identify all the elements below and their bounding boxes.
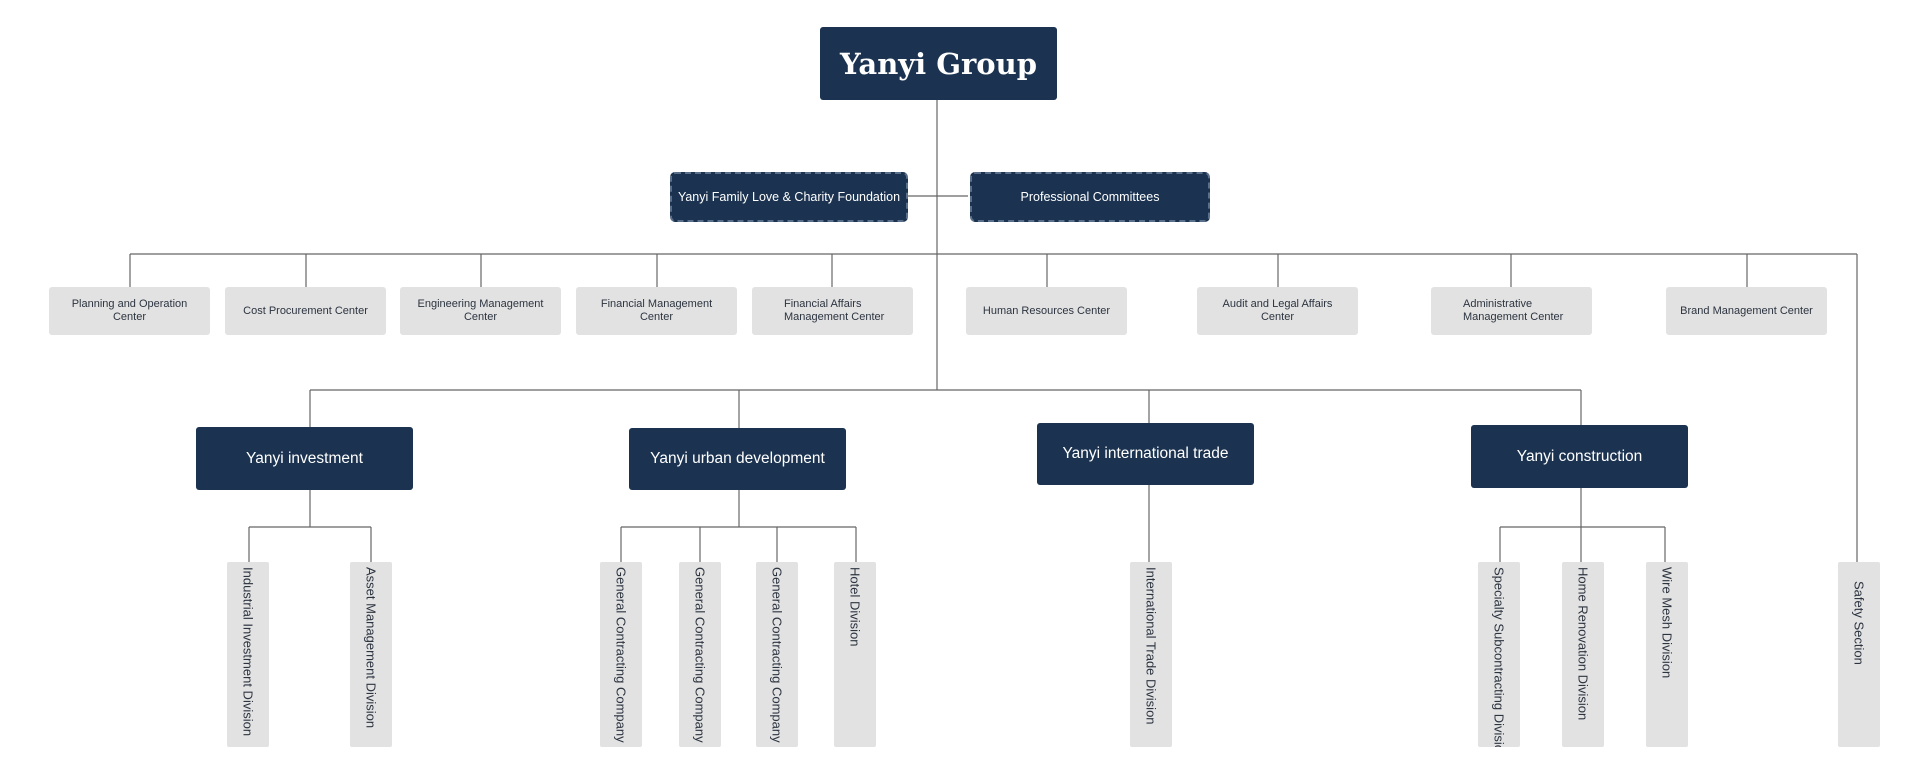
division-label: Hotel Division	[847, 567, 863, 647]
subsidiary-node-construction[interactable]: Yanyi construction	[1471, 425, 1688, 488]
center-node-brand[interactable]: Brand Management Center	[1666, 287, 1827, 335]
professional-committees-node[interactable]: Professional Committees	[970, 172, 1210, 222]
center-node-audit-legal[interactable]: Audit and Legal Affairs Center	[1197, 287, 1358, 335]
division-node-international-trade[interactable]: International Trade Division	[1130, 562, 1172, 747]
root-node[interactable]: Yanyi Group	[820, 27, 1057, 100]
center-node-financial-management[interactable]: Financial Management Center	[576, 287, 737, 335]
center-node-planning[interactable]: Planning and Operation Center	[49, 287, 210, 335]
division-node-home-renovation[interactable]: Home Renovation Division	[1562, 562, 1604, 747]
division-label: Asset Management Division	[363, 567, 379, 729]
division-node-general-contracting-ii[interactable]: General Contracting Company II	[679, 562, 721, 747]
division-node-specialty-subcontracting[interactable]: Specialty Subcontracting Division	[1478, 562, 1520, 747]
subsidiary-node-international-trade[interactable]: Yanyi international trade	[1037, 423, 1254, 485]
division-label: Home Renovation Division	[1575, 567, 1591, 721]
center-node-cost-procurement[interactable]: Cost Procurement Center	[225, 287, 386, 335]
division-node-general-contracting-i[interactable]: General Contracting Company I	[600, 562, 642, 747]
division-label: Wire Mesh Division	[1659, 567, 1675, 679]
division-node-wire-mesh[interactable]: Wire Mesh Division	[1646, 562, 1688, 747]
center-node-financial-affairs[interactable]: Financial Affairs Management Center	[752, 287, 913, 335]
division-node-general-contracting-n[interactable]: General Contracting Company N	[756, 562, 798, 747]
division-label: General Contracting Company N	[769, 567, 785, 747]
center-node-human-resources[interactable]: Human Resources Center	[966, 287, 1127, 335]
division-node-hotel[interactable]: Hotel Division	[834, 562, 876, 747]
subsidiary-node-urban-development[interactable]: Yanyi urban development	[629, 428, 846, 490]
safety-section-label: Safety Section	[1851, 581, 1867, 665]
division-node-asset-management[interactable]: Asset Management Division	[350, 562, 392, 747]
charity-foundation-node[interactable]: Yanyi Family Love & Charity Foundation	[670, 172, 908, 222]
division-label: Specialty Subcontracting Division	[1491, 567, 1507, 747]
division-node-industrial-investment[interactable]: Industrial Investment Division	[227, 562, 269, 747]
division-label: International Trade Division	[1143, 567, 1159, 725]
safety-section-node[interactable]: Safety Section	[1838, 562, 1880, 747]
center-node-administrative[interactable]: Administrative Management Center	[1431, 287, 1592, 335]
center-node-engineering[interactable]: Engineering Management Center	[400, 287, 561, 335]
division-label: General Contracting Company II	[692, 567, 708, 747]
division-label: Industrial Investment Division	[240, 567, 256, 737]
division-label: General Contracting Company I	[613, 567, 629, 747]
subsidiary-node-investment[interactable]: Yanyi investment	[196, 427, 413, 490]
